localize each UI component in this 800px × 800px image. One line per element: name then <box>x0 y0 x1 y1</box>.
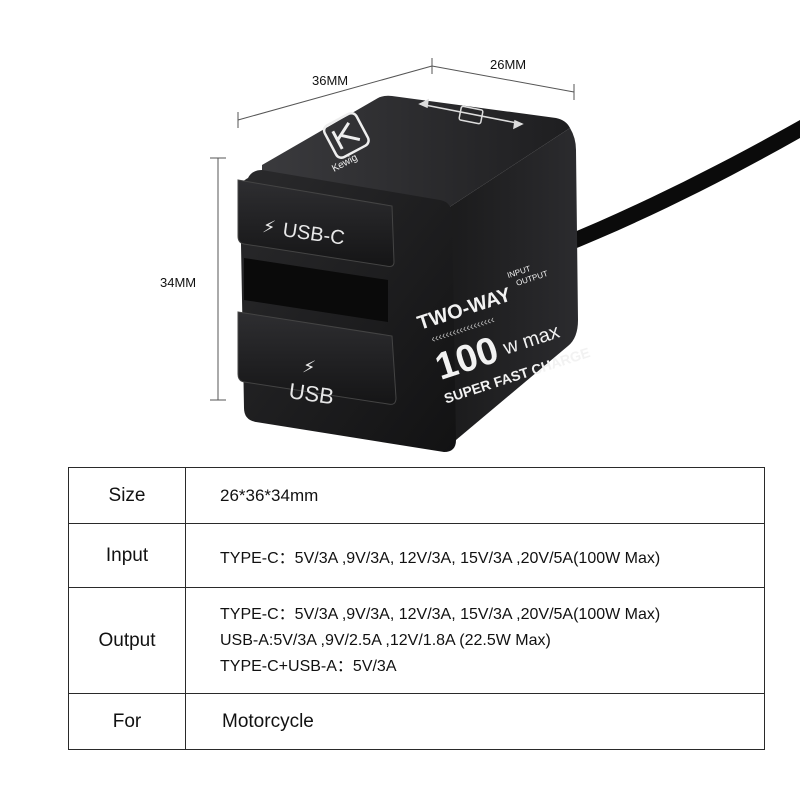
usb-label: USB <box>287 378 335 409</box>
product-image: Kewig ⚡ USB-C ⚡ USB TWO-WAY INPUT OUTPUT… <box>210 58 800 452</box>
output-value: TYPE-C：5V/3A ,9V/3A, 12V/3A, 15V/3A ,20V… <box>185 587 765 694</box>
output-line-combined: TYPE-C+USB-A：5V/3A <box>220 657 397 675</box>
brand-logo <box>322 111 370 159</box>
usb-c-lightning-icon: ⚡ <box>261 216 276 239</box>
table-row-output: Output TYPE-C：5V/3A ,9V/3A, 12V/3A, 15V/… <box>68 587 765 694</box>
table-row-for: For Motorcycle <box>68 693 765 750</box>
port-slot <box>244 258 388 322</box>
input-label: Input <box>68 523 186 588</box>
output-line-type-c: TYPE-C：5V/3A ,9V/3A, 12V/3A, 15V/3A ,20V… <box>220 605 661 623</box>
double-arrow-icon <box>418 98 524 130</box>
output-line-usb-a: USB-A:5V/3A ,9V/2.5A ,12V/1.8A (22.5W Ma… <box>220 631 551 649</box>
usb-a-port-cover <box>237 311 397 405</box>
for-label: For <box>68 693 186 750</box>
usb-c-port-cover <box>237 179 395 267</box>
cable <box>560 120 800 254</box>
table-row-size: Size 26*36*34mm <box>68 467 765 524</box>
dimension-width: 36MM <box>312 73 349 88</box>
table-row-input: Input TYPE-C：5V/3A ,9V/3A, 12V/3A, 15V/3… <box>68 523 765 588</box>
dimension-lines <box>210 58 575 401</box>
size-label: Size <box>68 467 186 524</box>
spec-table: Size 26*36*34mm Input TYPE-C：5V/3A ,9V/3… <box>68 467 765 750</box>
dimension-height: 34MM <box>160 275 197 290</box>
charger-side-face <box>448 128 578 440</box>
dimension-depth: 26MM <box>490 57 527 72</box>
size-value: 26*36*34mm <box>185 467 765 524</box>
input-value: TYPE-C：5V/3A ,9V/3A, 12V/3A, 15V/3A ,20V… <box>185 523 765 588</box>
charger-top-face <box>262 95 570 208</box>
usb-lightning-icon: ⚡ <box>301 356 316 379</box>
for-value: Motorcycle <box>185 693 765 750</box>
output-label: Output <box>68 587 186 694</box>
